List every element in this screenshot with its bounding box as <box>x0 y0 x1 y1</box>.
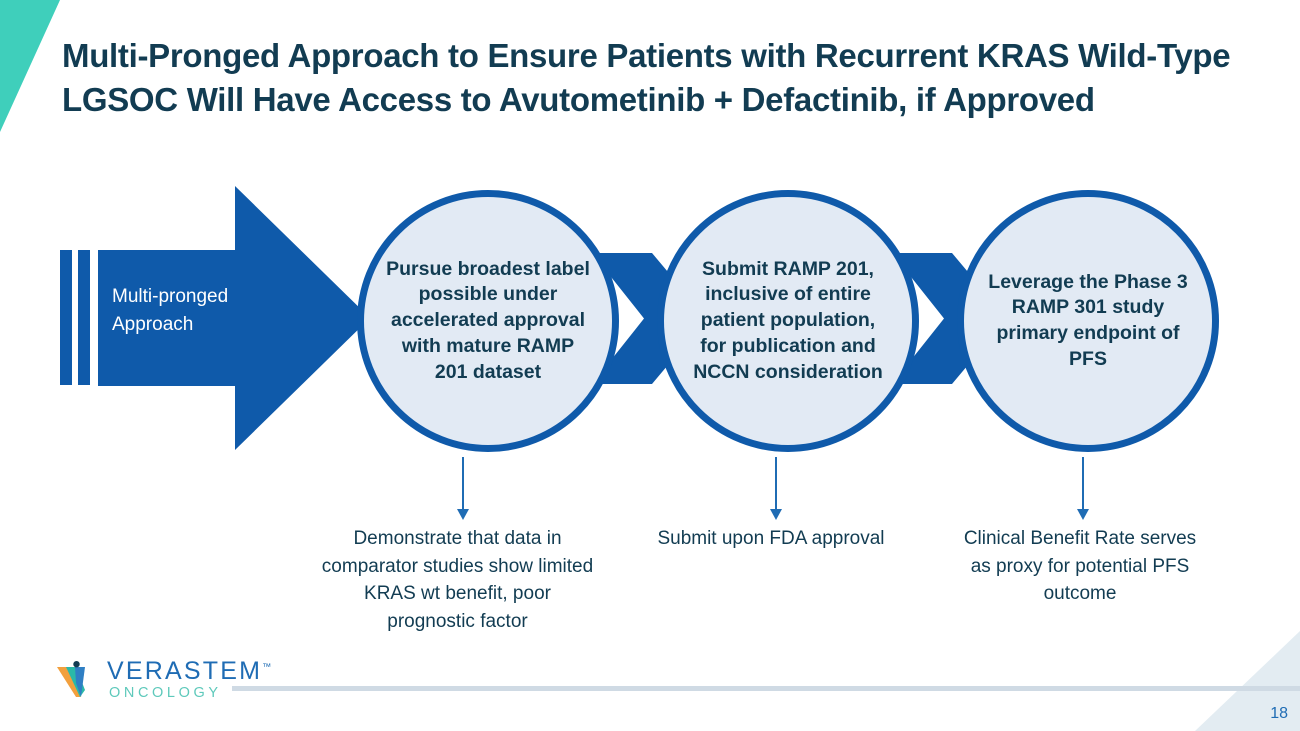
down-arrow-stem-1 <box>462 457 464 509</box>
arrow-label: Multi-pronged Approach <box>112 286 229 336</box>
step-circle-1: Pursue broadest label possible under acc… <box>357 190 619 452</box>
down-arrow-head-1 <box>457 509 469 520</box>
down-arrow-icon-3 <box>1077 457 1089 520</box>
verastem-v-mark-icon <box>57 661 85 697</box>
step-circle-3: Leverage the Phase 3 RAMP 301 study prim… <box>957 190 1219 452</box>
verastem-oncology-logo: VERASTEM™ ONCOLOGY <box>55 659 271 701</box>
step-caption-1: Demonstrate that data in comparator stud… <box>321 528 594 633</box>
down-arrow-stem-2 <box>775 457 777 509</box>
top-left-teal-triangle-decoration <box>0 0 60 132</box>
step-circle-3-text: Leverage the Phase 3 RAMP 301 study prim… <box>988 270 1188 370</box>
down-arrow-icon-2 <box>770 457 782 520</box>
down-arrow-head-3 <box>1077 509 1089 520</box>
page-title: Multi-Pronged Approach to Ensure Patient… <box>62 37 1231 118</box>
step-circle-2: Submit RAMP 201, inclusive of entire pat… <box>657 190 919 452</box>
down-arrow-stem-3 <box>1082 457 1084 509</box>
logo-word-verastem: VERASTEM™ <box>107 657 272 686</box>
logo-trademark-symbol: ™ <box>262 661 272 672</box>
step-circle-2-text: Submit RAMP 201, inclusive of entire pat… <box>693 257 883 383</box>
arrow-accent-bar-2 <box>78 250 90 385</box>
step-caption-3: Clinical Benefit Rate serves as proxy fo… <box>963 528 1197 605</box>
arrow-accent-bar-1 <box>60 250 72 385</box>
step-caption-2: Submit upon FDA approval <box>657 528 885 549</box>
page-number: 18 <box>1270 705 1288 722</box>
down-arrow-head-2 <box>770 509 782 520</box>
footer-divider <box>232 686 1300 691</box>
logo-wordmark: VERASTEM™ ONCOLOGY <box>107 659 271 701</box>
down-arrow-icon-1 <box>457 457 469 520</box>
logo-word-oncology: ONCOLOGY <box>109 685 222 702</box>
step-circle-1-text: Pursue broadest label possible under acc… <box>386 257 590 383</box>
